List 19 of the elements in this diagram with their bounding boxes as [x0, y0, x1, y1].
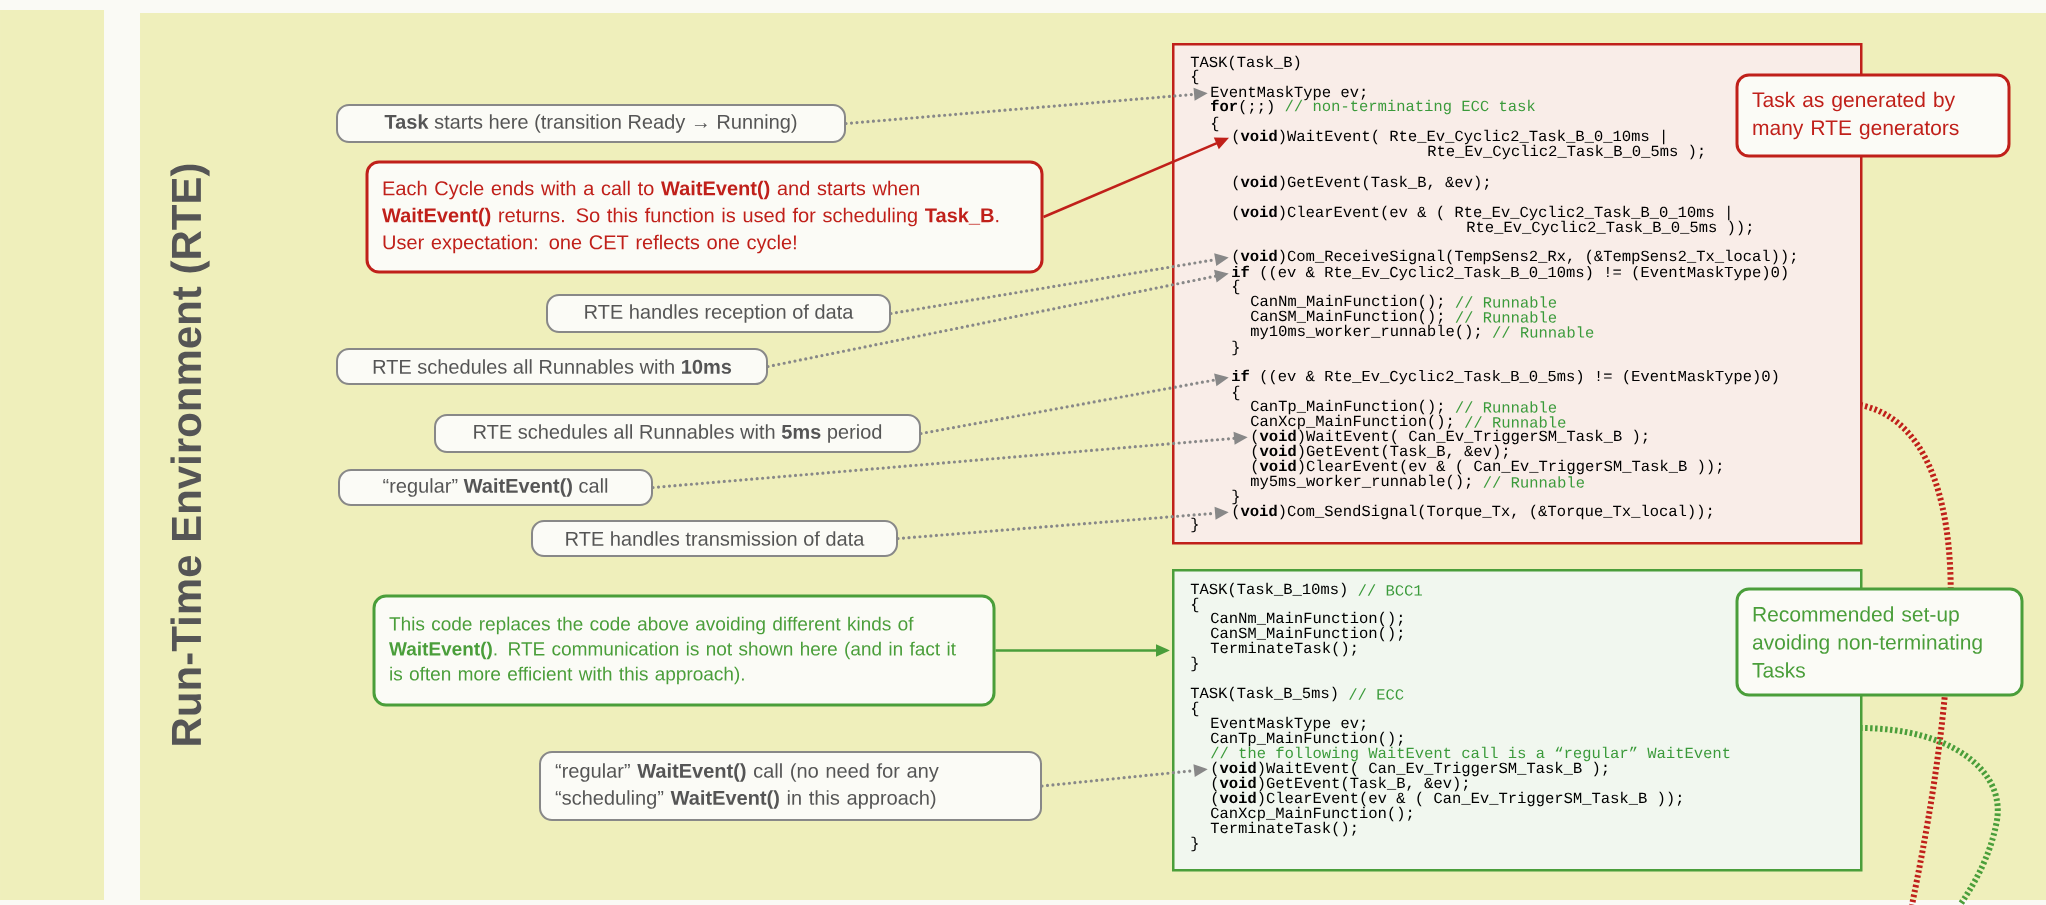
- callout-box: “regular” WaitEvent() call: [338, 469, 653, 506]
- callout-box: RTE handles reception of data: [546, 294, 891, 333]
- code-line: if ((ev & Rte_Ev_Cyclic2_Task_B_0_5ms) != (EventMaskType)0): [1232, 369, 1778, 385]
- callout-box: RTE handles transmission of data: [531, 520, 898, 557]
- callout-box: RTE schedules all Runnables with 5ms period: [434, 414, 921, 453]
- code-line: EventMaskType ev;: [1211, 85, 1365, 101]
- note-box: Task as generated by many RTE generators: [1735, 73, 2011, 158]
- code-line: (void)Com_ReceiveSignal(TempSens2_Rx, (&TempSens2_Tx_local));: [1233, 249, 1796, 265]
- code-line: (void)Com_SendSignal(Torque_Tx, (&Torque_Tx_local));: [1233, 504, 1712, 520]
- code-line: (void)WaitEvent( Rte_Ev_Cyclic2_Task_B_0_10ms |: [1233, 129, 1665, 145]
- note-box: This code replaces the code above avoiding different kinds of WaitEvent(). RTE communication is not shown here (and in fact it is often more efficient with this approach).: [372, 594, 996, 707]
- title: Run-Time Environment (RTE): [170, 164, 210, 745]
- note-box: Recommended set-up avoiding non-terminating Tasks: [1735, 587, 2024, 697]
- callout-box: Task starts here (transition Ready → Running): [336, 104, 846, 143]
- callout-box: RTE schedules all Runnables with 10ms: [336, 348, 768, 385]
- note-box: Each Cycle ends with a call to WaitEvent() and starts when WaitEvent() returns. So this function is used for scheduling Task_B. User expectation: one CET reflects one cycle!: [365, 160, 1044, 274]
- callout-box: “regular” WaitEvent() call (no need for any “scheduling” WaitEvent() in this approach): [539, 751, 1042, 821]
- code-line: (void)WaitEvent( Can_Ev_TriggerSM_Task_B );: [1252, 429, 1647, 445]
- code-line: (void)WaitEvent( Can_Ev_TriggerSM_Task_B );: [1212, 761, 1607, 777]
